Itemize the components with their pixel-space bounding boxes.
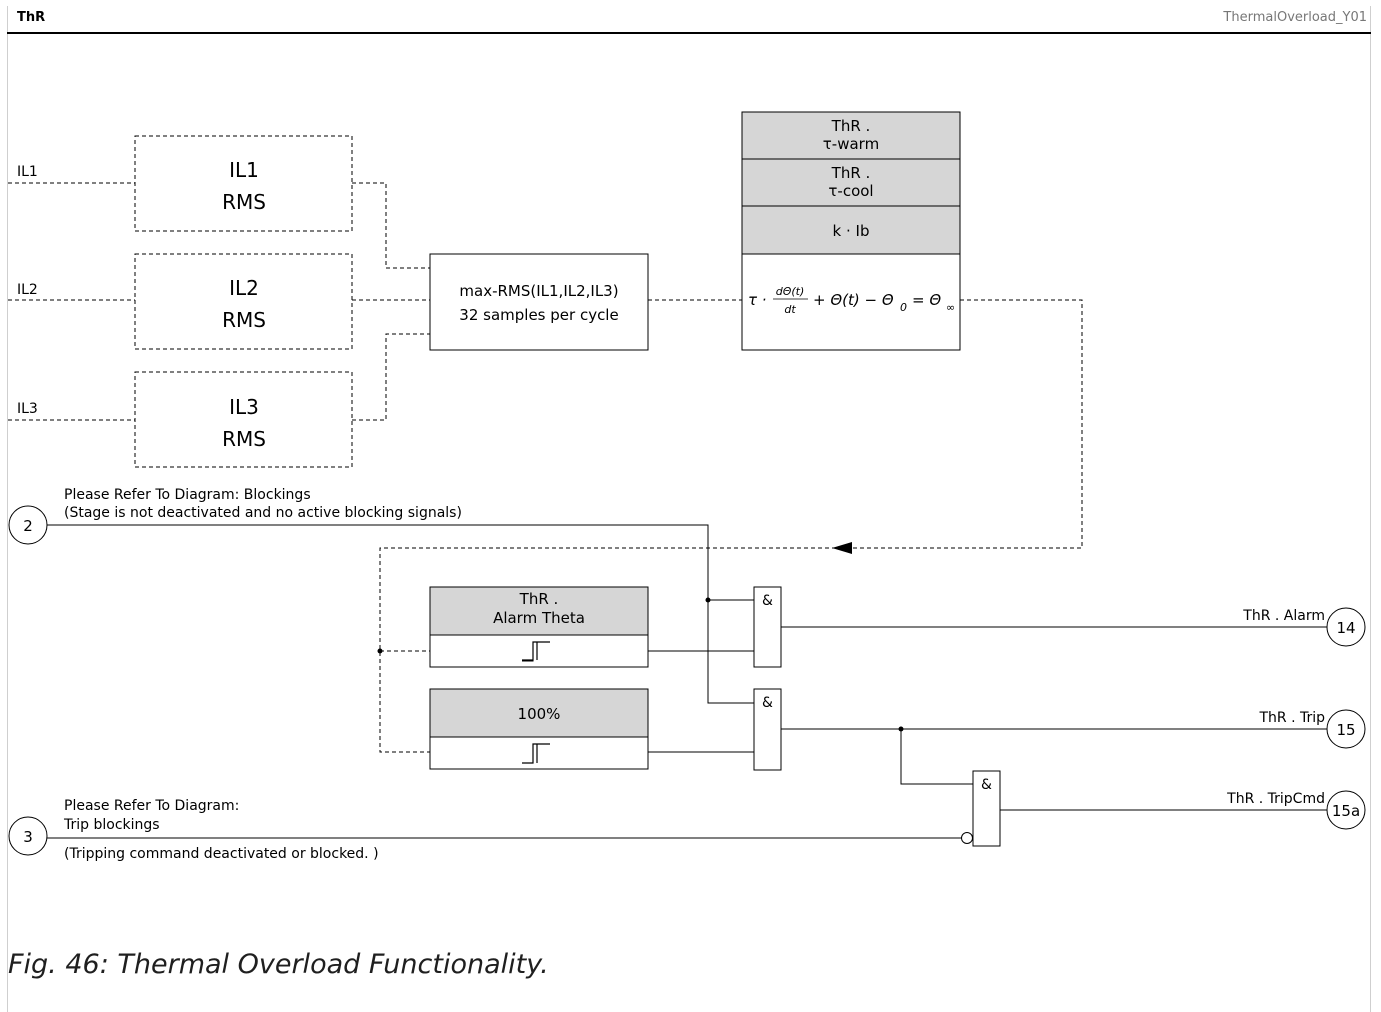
trip-blocking-input: 3 Please Refer To Diagram: Trip blocking… xyxy=(8,798,379,862)
rms-connectors xyxy=(352,182,430,421)
alarm-theta-line2: Alarm Theta xyxy=(493,609,585,627)
trip-level-label: 100% xyxy=(518,705,561,723)
blocking-text-line1: Please Refer To Diagram: Blockings xyxy=(64,487,311,503)
header-figure-id: ThermalOverload_Y01 xyxy=(1223,10,1367,25)
rms-block-il2-line2: RMS xyxy=(222,308,266,332)
trip-level-block: 100% xyxy=(429,688,649,770)
rms-block-il2-line1: IL2 xyxy=(229,276,259,300)
figure-caption: Fig. 46: Thermal Overload Functionality. xyxy=(8,949,549,980)
tripcmd-and-gate: & xyxy=(972,770,1001,847)
blocking-input: 2 Please Refer To Diagram: Blockings (St… xyxy=(8,487,462,545)
output-trip-ref: 15 xyxy=(1336,721,1355,739)
trip-junction-dot xyxy=(898,726,904,732)
alarm-theta-block: ThR . Alarm Theta xyxy=(429,586,649,668)
alarm-gate-symbol: & xyxy=(762,593,773,609)
theta-feedback-line xyxy=(379,299,1083,753)
input-il1-label: IL1 xyxy=(17,164,38,180)
output-tripcmd-ref: 15a xyxy=(1332,802,1360,820)
thermal-equation: τ · dΘ(t) dt + Θ(t) − Θ 0 = Θ ∞ xyxy=(748,285,955,316)
equation-numerator: dΘ(t) xyxy=(776,285,805,298)
tau-warm-line1: ThR . xyxy=(831,117,871,135)
tau-cool-line1: ThR . xyxy=(831,164,871,182)
trip-blocking-line2: Trip blockings xyxy=(63,817,160,833)
equation-tau: τ · xyxy=(748,291,767,309)
theta-flow-arrow xyxy=(832,542,852,554)
tau-warm-line2: τ-warm xyxy=(823,135,879,153)
trip-blocking-line1: Please Refer To Diagram: xyxy=(64,798,239,814)
input-lines xyxy=(8,182,135,421)
trip-blocking-line3: (Tripping command deactivated or blocked… xyxy=(64,846,379,862)
trip-and-gate: & xyxy=(753,688,782,771)
rms-block-il3: IL3 RMS xyxy=(134,371,353,468)
theta-junction-dot xyxy=(377,648,383,654)
equation-subscript-zero: 0 xyxy=(900,301,907,314)
rms-block-il3-line1: IL3 xyxy=(229,395,259,419)
output-tripcmd-label: ThR . TripCmd xyxy=(1226,791,1325,807)
header-title: ThR xyxy=(17,10,46,25)
blocking-junction-dot xyxy=(705,597,711,603)
output-trip: ThR . Trip 15 xyxy=(1258,709,1366,749)
alarm-theta-line1: ThR . xyxy=(519,590,559,608)
alarm-threshold-icon xyxy=(522,641,550,661)
equation-subscript-infinity: ∞ xyxy=(946,301,955,314)
input-il2-label: IL2 xyxy=(17,282,38,298)
page-frame xyxy=(7,6,1371,1012)
trip-threshold-icon xyxy=(522,743,550,764)
rms-block-il1-line2: RMS xyxy=(222,190,266,214)
header-rule xyxy=(7,32,1371,34)
max-rms-line1: max-RMS(IL1,IL2,IL3) xyxy=(459,282,618,300)
rms-block-il3-line2: RMS xyxy=(222,427,266,451)
output-tripcmd: ThR . TripCmd 15a xyxy=(1226,790,1366,830)
output-alarm-ref: 14 xyxy=(1336,619,1355,637)
rms-block-il1: IL1 RMS xyxy=(134,135,353,232)
output-alarm-label: ThR . Alarm xyxy=(1242,608,1325,624)
alarm-and-gate: & xyxy=(753,586,782,668)
equation-middle: + Θ(t) − Θ xyxy=(813,291,894,309)
tripcmd-gate-symbol: & xyxy=(981,777,992,793)
max-rms-block: max-RMS(IL1,IL2,IL3) 32 samples per cycl… xyxy=(429,253,649,351)
blocking-text-line2: (Stage is not deactivated and no active … xyxy=(64,505,462,521)
blocking-signal-line xyxy=(47,524,754,704)
output-alarm: ThR . Alarm 14 xyxy=(1242,607,1366,647)
input-il3-label: IL3 xyxy=(17,401,38,417)
output-trip-label: ThR . Trip xyxy=(1258,710,1325,726)
trip-blocking-inverter xyxy=(961,832,973,844)
rms-block-il2: IL2 RMS xyxy=(134,253,353,350)
thermal-model-block: ThR . τ-warm ThR . τ-cool k · Ib τ · dΘ(… xyxy=(741,111,961,351)
blocking-ref-number: 2 xyxy=(23,517,33,535)
tau-cool-line2: τ-cool xyxy=(828,182,873,200)
trip-blocking-ref-number: 3 xyxy=(23,828,33,846)
max-rms-line2: 32 samples per cycle xyxy=(459,306,618,324)
k-ib-label: k · Ib xyxy=(833,222,870,240)
equation-denominator: dt xyxy=(784,303,796,316)
rms-block-il1-line1: IL1 xyxy=(229,158,259,182)
equation-equals: = Θ xyxy=(912,291,941,309)
trip-gate-symbol: & xyxy=(762,695,773,711)
trip-to-tripcmd-line xyxy=(900,729,973,785)
